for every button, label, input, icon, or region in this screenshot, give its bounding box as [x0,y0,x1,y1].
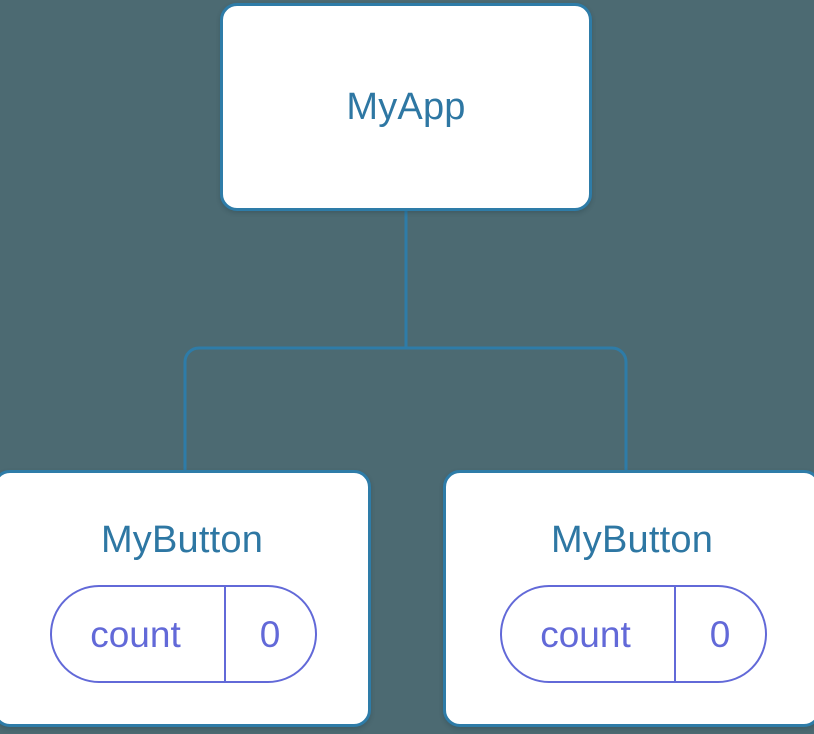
edge-root-to-child-0 [183,346,406,471]
state-pill-divider [223,587,226,681]
state-value-label: 0 [709,613,731,655]
component-node-myapp[interactable]: MyApp [220,3,592,211]
state-pill-count[interactable]: count 0 [49,585,317,683]
state-pill-count[interactable]: count 0 [499,585,767,683]
component-node-label: MyButton [550,519,714,561]
state-key-label: count [540,613,631,655]
component-node-mybutton-1[interactable]: MyButton count 0 [443,470,814,727]
state-key-label: count [90,613,181,655]
component-node-mybutton-0[interactable]: MyButton count 0 [0,470,371,727]
state-value-label: 0 [259,613,281,655]
component-node-label: MyButton [100,519,264,561]
edge-root-to-child-1 [406,346,628,471]
component-node-label: MyApp [346,86,466,128]
state-pill-divider [673,587,676,681]
